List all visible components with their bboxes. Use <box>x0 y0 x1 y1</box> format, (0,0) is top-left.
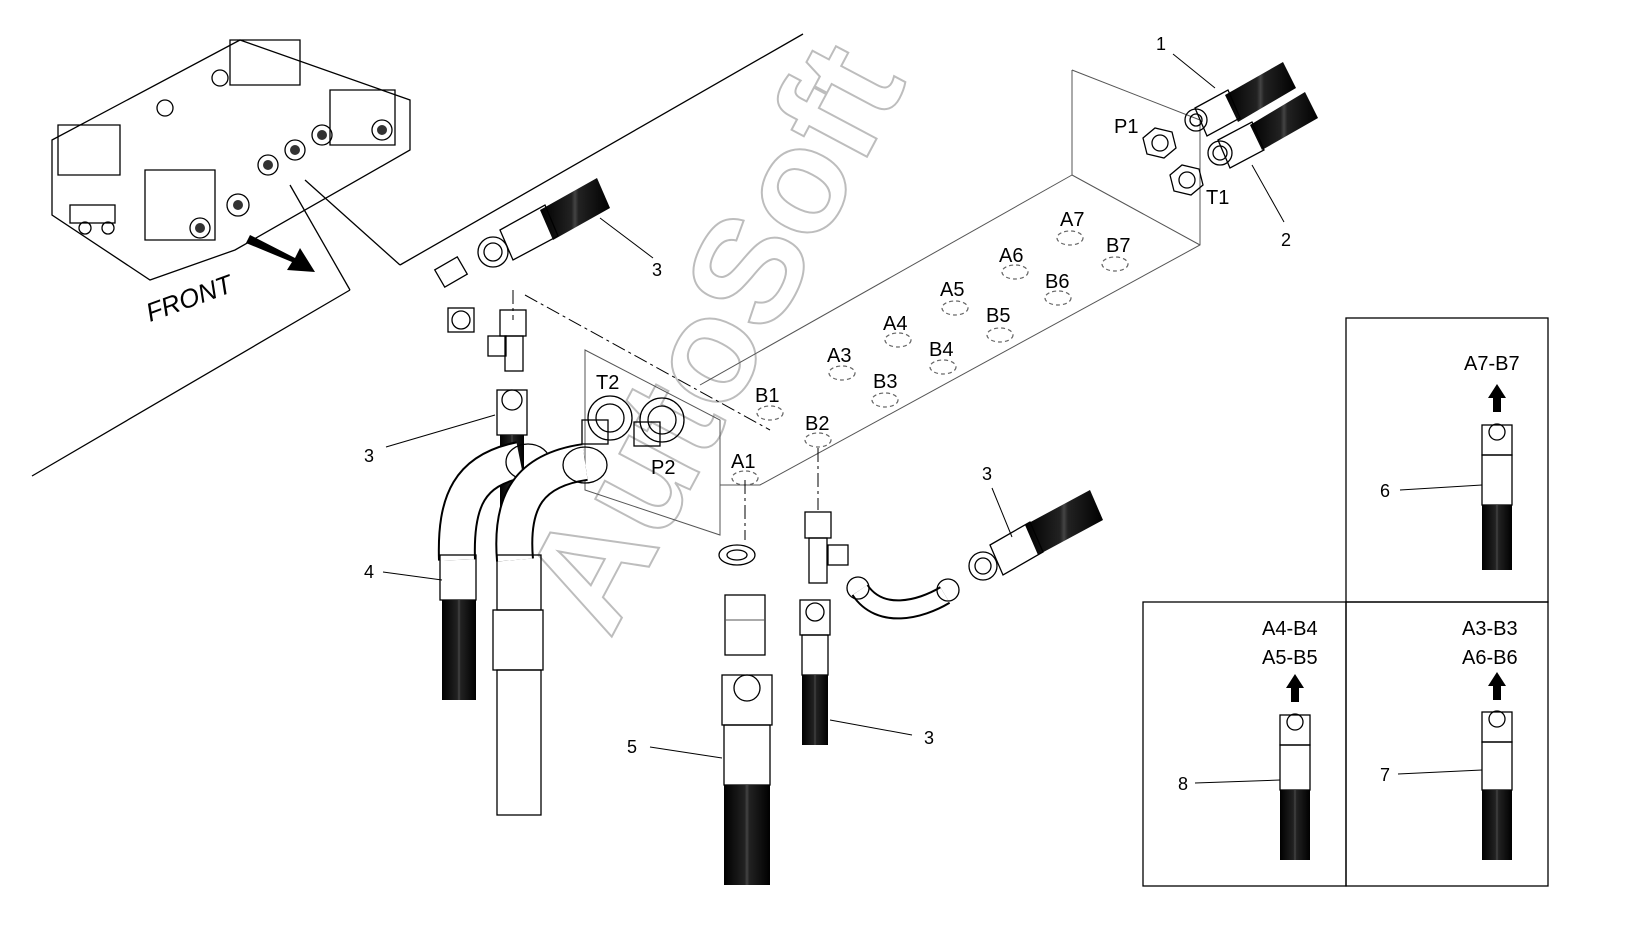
callout-numbers: 1 2 3 3 3 3 4 5 6 7 8 <box>364 34 1390 794</box>
section-line-lower <box>31 289 351 477</box>
connection-centerlines <box>512 290 819 540</box>
hose-3-right <box>968 490 1103 581</box>
inset-6-label: A7-B7 <box>1464 353 1520 375</box>
port-label-b4: B4 <box>929 339 953 361</box>
arrow-up-icon <box>1488 384 1506 412</box>
front-label: FRONT <box>142 268 238 328</box>
port-label-a3: A3 <box>827 345 851 367</box>
elbow-fitting-top <box>417 255 475 333</box>
port-label-a5: A5 <box>940 279 964 301</box>
port-markers <box>731 230 1129 486</box>
port-label-b5: B5 <box>986 305 1010 327</box>
tee-fitting-right <box>804 511 849 584</box>
callout-4: 4 <box>364 562 374 582</box>
callout-3: 3 <box>982 464 992 484</box>
port-labels: P1 T1 T2 P2 A1 B1 B2 A3 B3 A4 B4 A5 B5 A… <box>596 116 1229 479</box>
inset-hose-7 <box>1481 710 1513 860</box>
hose-4-secondary <box>492 443 608 816</box>
port-label-b7: B7 <box>1106 235 1130 257</box>
t2-p2-fittings <box>581 395 685 447</box>
callout-6: 6 <box>1380 481 1390 501</box>
callout-7: 7 <box>1380 765 1390 785</box>
inset-7-label-2: A6-B6 <box>1462 647 1518 669</box>
inset-7-label-1: A3-B3 <box>1462 618 1518 640</box>
callout-2: 2 <box>1281 230 1291 250</box>
valve-block-assembly <box>51 39 411 281</box>
section-line-upper <box>399 33 804 266</box>
callout-8: 8 <box>1178 774 1188 794</box>
hose-1 <box>1184 62 1296 137</box>
hose-5 <box>721 674 773 885</box>
elbow-fitting-right <box>846 576 960 620</box>
inset-hose-6 <box>1481 423 1513 570</box>
front-arrow-icon <box>246 235 315 272</box>
hose-4 <box>437 441 551 700</box>
port-label-t1: T1 <box>1206 187 1229 209</box>
callout-3: 3 <box>924 728 934 748</box>
port-label-b1: B1 <box>755 385 779 407</box>
port-label-p1: P1 <box>1114 116 1138 138</box>
a1-washer-adapter <box>718 544 766 656</box>
hose-3-bottom <box>799 599 831 745</box>
callout-leaders <box>382 53 1483 784</box>
tee-fitting-left <box>487 309 527 372</box>
port-label-b6: B6 <box>1045 271 1069 293</box>
port-label-b2: B2 <box>805 413 829 435</box>
callout-1: 1 <box>1156 34 1166 54</box>
p1-t1-plugs <box>1142 127 1204 196</box>
callout-3: 3 <box>364 446 374 466</box>
inset-panel-7 <box>1345 601 1549 887</box>
inset-8-label-1: A4-B4 <box>1262 618 1318 640</box>
port-label-t2: T2 <box>596 372 619 394</box>
inset-labels: A7-B7 A4-B4 A5-B5 A3-B3 A6-B6 <box>1262 353 1520 669</box>
hose-2 <box>1207 92 1318 169</box>
inset-panel-8 <box>1142 601 1347 887</box>
hose-3-top <box>477 178 610 268</box>
port-label-a4: A4 <box>883 313 907 335</box>
section-line-lower-b <box>289 184 351 291</box>
port-label-b3: B3 <box>873 371 897 393</box>
arrow-up-icon <box>1286 674 1304 702</box>
arrow-up-icon <box>1488 672 1506 700</box>
inset-8-label-2: A5-B5 <box>1262 647 1318 669</box>
callout-3: 3 <box>652 260 662 280</box>
callout-5: 5 <box>627 737 637 757</box>
port-label-a6: A6 <box>999 245 1023 267</box>
port-label-a7: A7 <box>1060 209 1084 231</box>
port-label-p2: P2 <box>651 457 675 479</box>
inset-hose-8 <box>1279 713 1311 860</box>
port-label-a1: A1 <box>731 451 755 473</box>
watermark: AutoSoft <box>490 17 936 655</box>
section-line-upper-b <box>304 179 401 266</box>
